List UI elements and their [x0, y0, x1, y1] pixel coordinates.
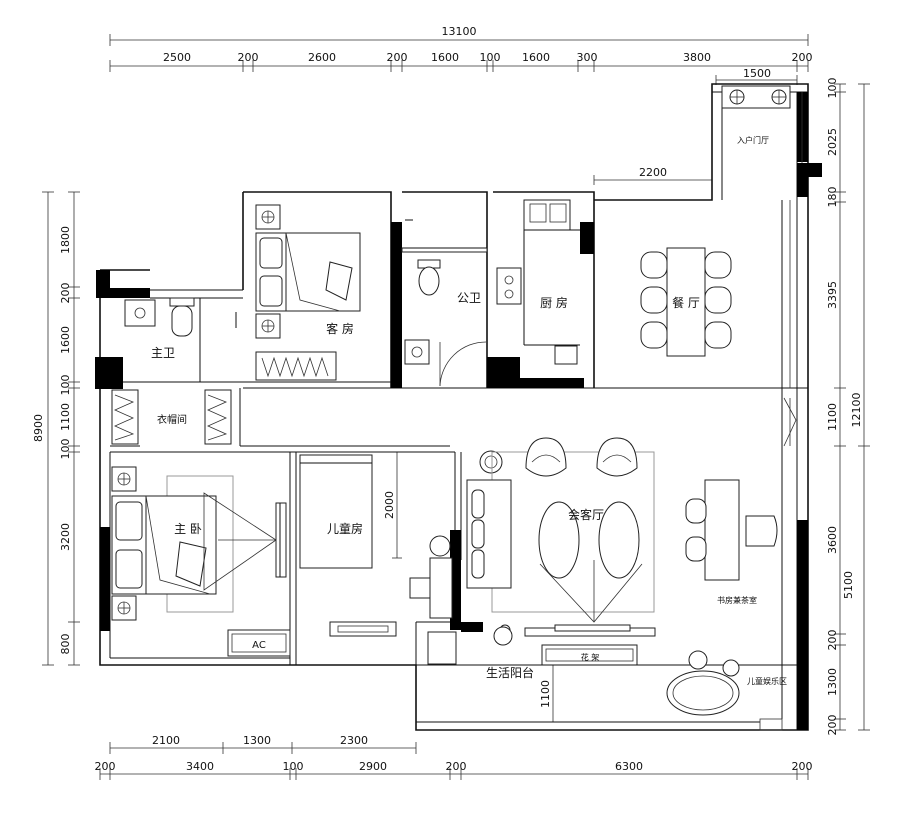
label-planter: 花 架 [581, 652, 600, 662]
label-kids-room: 儿童房 [327, 521, 363, 536]
dim-top-seg-3: 2600 [308, 51, 336, 64]
kids-room: 儿童房 [299, 454, 453, 637]
dim-top-seg-2: 200 [238, 51, 259, 64]
master-tv [275, 502, 287, 578]
label-closet: 衣帽间 [157, 413, 187, 426]
label-ac: AC [252, 640, 266, 651]
kids-play-area: 儿童娱乐区 [666, 650, 787, 716]
dim-right-3: 180 [826, 187, 839, 208]
dim-top-seg-10: 200 [792, 51, 813, 64]
dim-inner-2200: 2200 [639, 166, 667, 179]
label-guest-room: 客 房 [326, 321, 354, 336]
dimension-lines: 13100 2500 200 2600 200 1600 100 1600 30… [32, 25, 870, 780]
dim-left-seg-6: 100 [59, 439, 72, 460]
label-living-room: 会客厅 [568, 507, 604, 522]
dim-right-9: 200 [826, 715, 839, 736]
dim-top-seg-1: 2500 [163, 51, 191, 64]
dim-bottom-r1-3: 2300 [340, 734, 368, 747]
dim-bottom-r2-1: 200 [95, 760, 116, 773]
dim-bottom-r2-5: 200 [446, 760, 467, 773]
dim-left-seg-4: 100 [59, 375, 72, 396]
dim-top-seg-8: 300 [577, 51, 598, 64]
dim-kids-depth: 2000 [383, 491, 396, 519]
dim-left-seg-7: 3200 [59, 523, 72, 551]
living-room: 会客厅 [466, 437, 656, 646]
dining-area: 餐 厅 [640, 247, 732, 357]
balcony: 花 架 生活阳台 [416, 631, 797, 731]
dim-right-outer-2: 5100 [842, 571, 855, 599]
dim-bottom-r1-2: 1300 [243, 734, 271, 747]
kids-bed [299, 454, 373, 569]
label-master-bedroom: 主 卧 [174, 522, 202, 536]
dim-left-seg-3: 1600 [59, 326, 72, 354]
dim-left-seg-1: 1800 [59, 226, 72, 254]
closet: 衣帽间 [111, 389, 232, 445]
dim-top-seg-5: 1600 [431, 51, 459, 64]
dim-top-seg-9: 3800 [683, 51, 711, 64]
dim-bottom-r2-7: 200 [792, 760, 813, 773]
dim-left-total: 8900 [32, 414, 45, 442]
dim-right-2: 2025 [826, 128, 839, 156]
dim-top-seg-6: 100 [480, 51, 501, 64]
dim-right-5: 1100 [826, 403, 839, 431]
entry-area: 入户门厅 [721, 85, 791, 145]
dim-bottom-r2-3: 100 [283, 760, 304, 773]
dim-bottom-r2-6: 6300 [615, 760, 643, 773]
dim-top-seg-4: 200 [387, 51, 408, 64]
guest-wardrobe [255, 351, 337, 381]
study-desk [704, 479, 740, 581]
dim-right-outer-1: 12100 [850, 393, 863, 428]
dim-right-6: 3600 [826, 526, 839, 554]
dim-right-1: 100 [826, 78, 839, 99]
guest-room: 客 房 [255, 204, 361, 381]
dining-table [666, 247, 706, 357]
dim-left-seg-5: 1100 [59, 403, 72, 431]
dim-left-seg-2: 200 [59, 283, 72, 304]
label-master-bath: 主卫 [151, 346, 175, 360]
dim-bottom-r2-4: 2900 [359, 760, 387, 773]
dim-bottom-r2-2: 3400 [186, 760, 214, 773]
dim-right-8: 1300 [826, 668, 839, 696]
label-study-tea: 书房兼茶室 [717, 595, 757, 605]
label-entry: 入户门厅 [737, 135, 769, 145]
walls [95, 83, 822, 731]
label-kids-play: 儿童娱乐区 [747, 676, 787, 686]
dim-bottom-r1-1: 2100 [152, 734, 180, 747]
label-kitchen: 厨 房 [540, 295, 568, 310]
dim-balcony-depth: 1100 [539, 680, 552, 708]
dim-top-seg-7: 1600 [522, 51, 550, 64]
label-dining: 餐 厅 [672, 295, 700, 310]
dim-right-4: 3395 [826, 281, 839, 309]
dim-entry-width: 1500 [743, 67, 771, 80]
kitchen: 厨 房 [496, 199, 580, 365]
dim-top-total: 13100 [442, 25, 477, 38]
label-public-bath: 公卫 [457, 291, 481, 305]
dim-right-7: 200 [826, 630, 839, 651]
dim-left-seg-8: 800 [59, 634, 72, 655]
public-bath: 公卫 [401, 219, 488, 387]
label-balcony: 生活阳台 [486, 665, 534, 680]
master-bedroom: AC 主 卧 [111, 466, 291, 657]
right-windows [783, 92, 803, 447]
master-bath: 主卫 [124, 297, 237, 360]
study-tea-room: 书房兼茶室 [685, 479, 778, 605]
